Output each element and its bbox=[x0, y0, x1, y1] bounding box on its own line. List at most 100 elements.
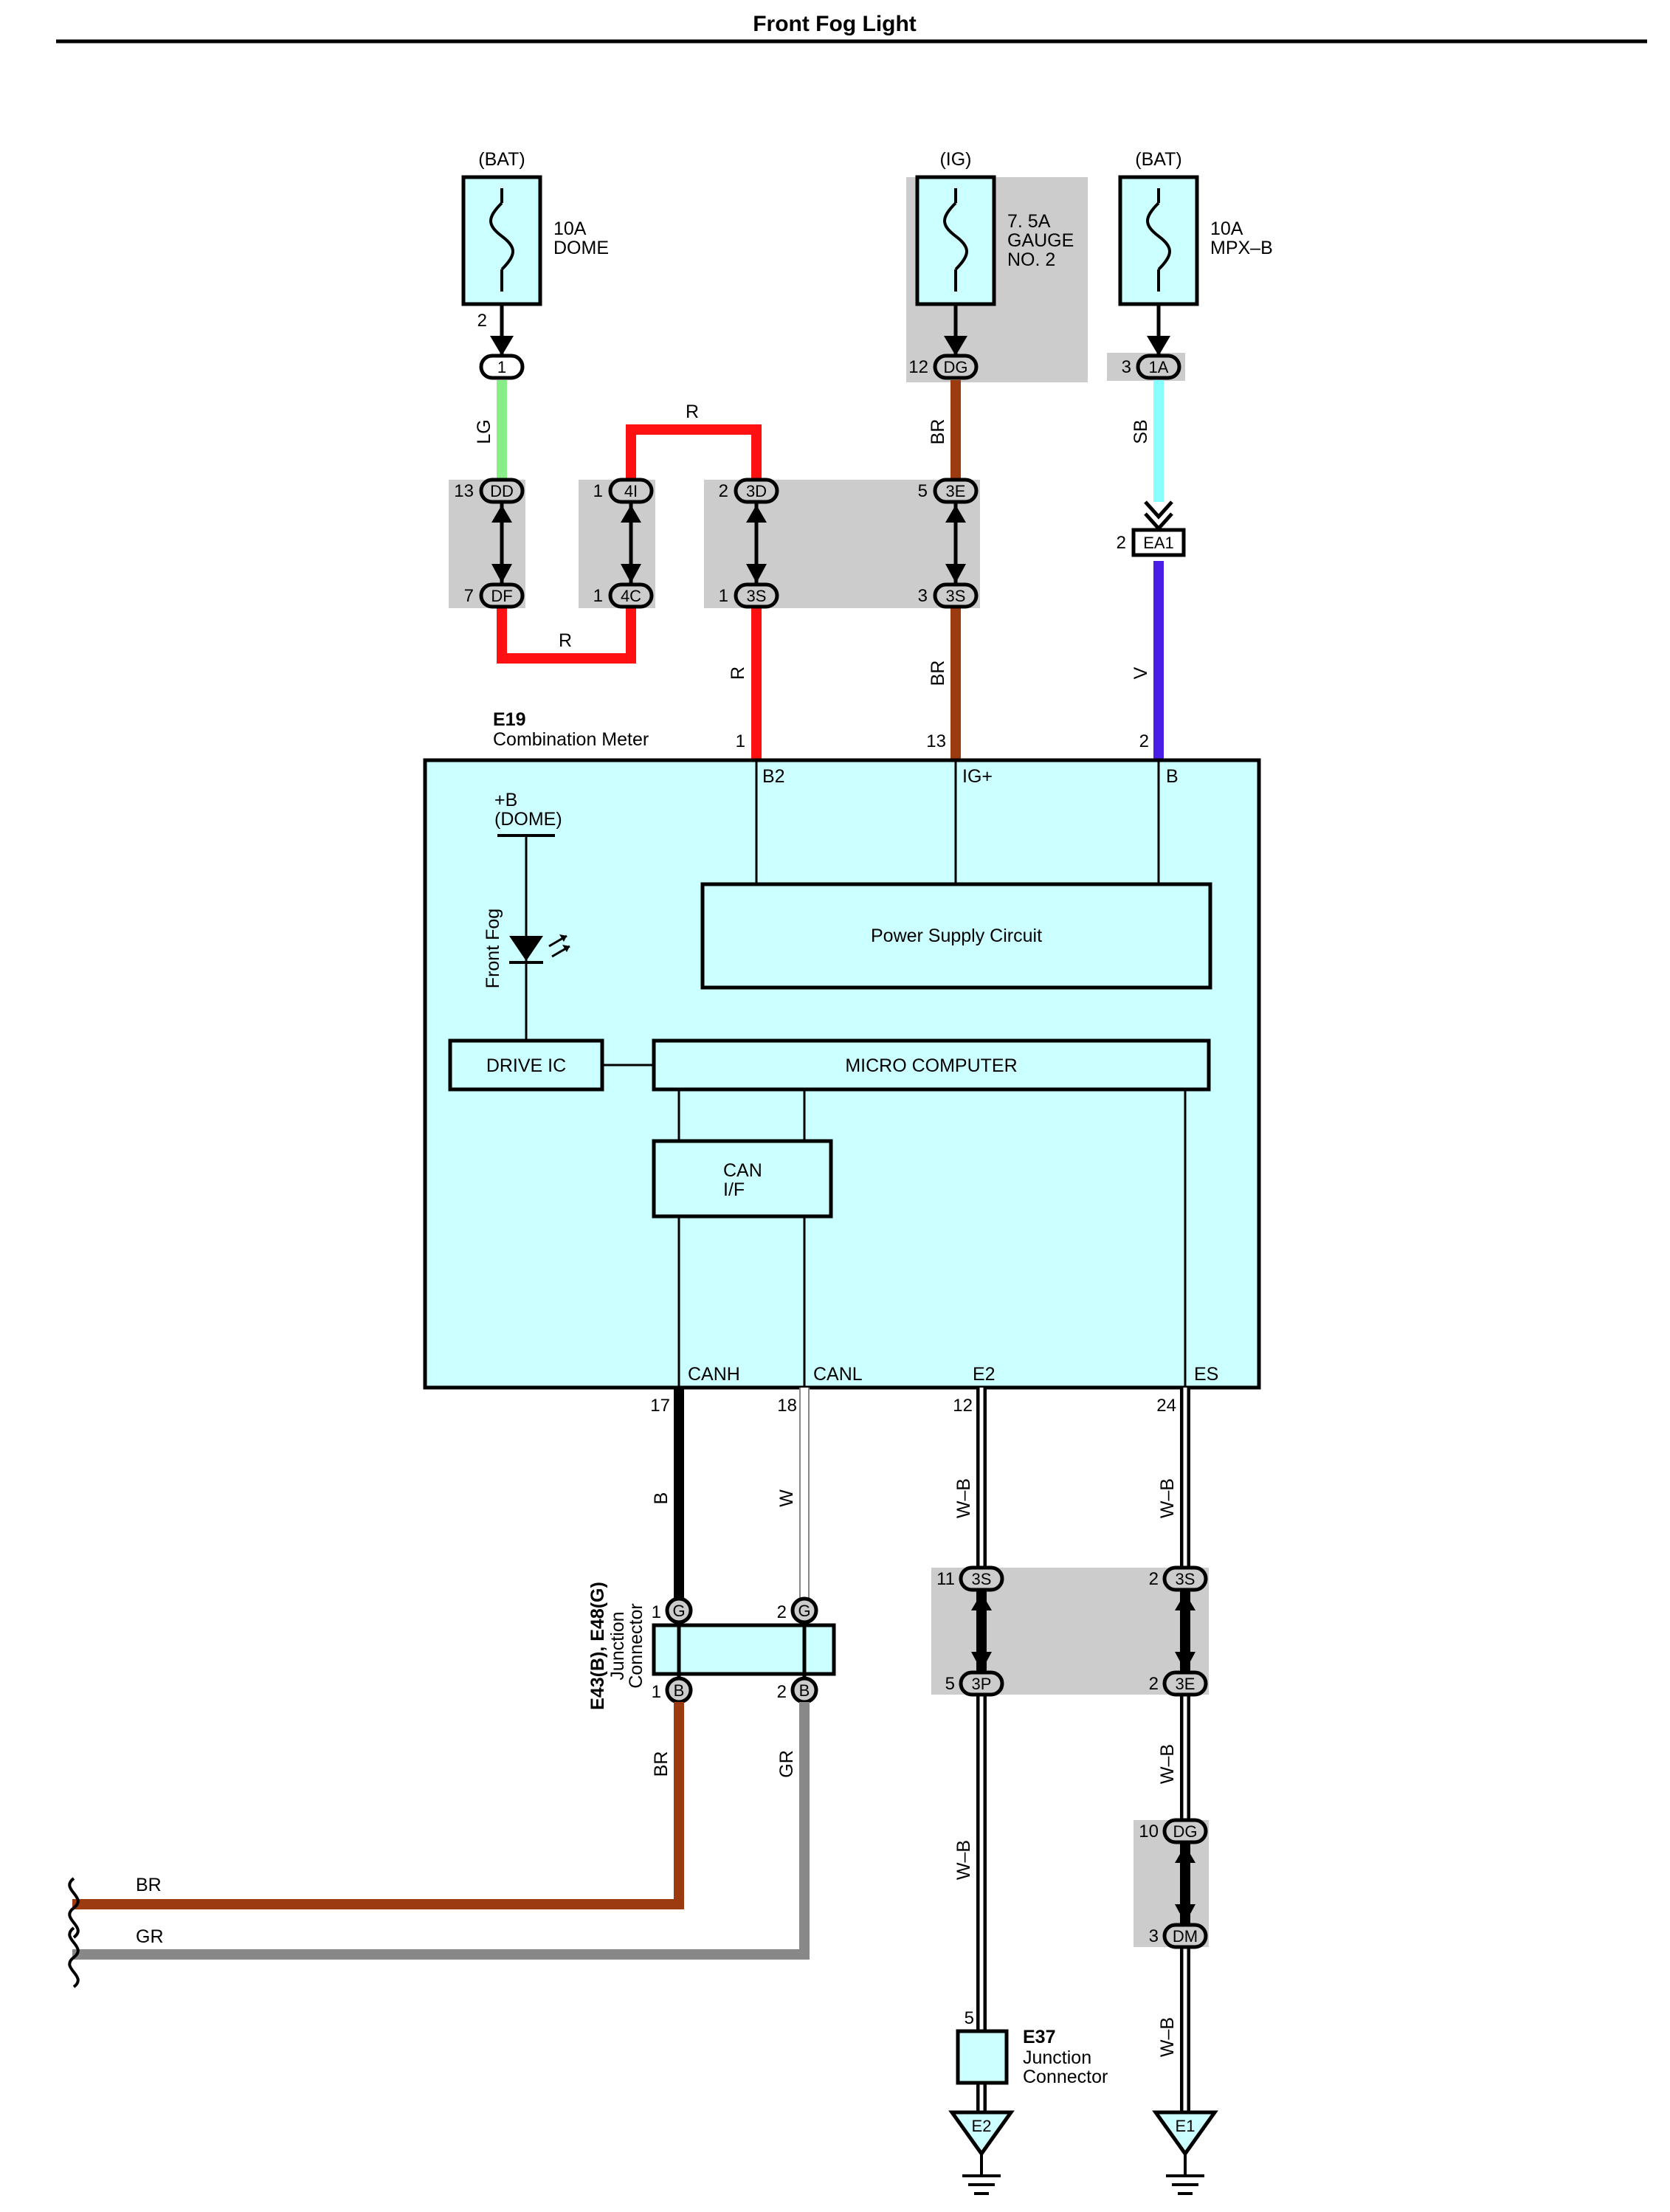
svg-text:G: G bbox=[672, 1602, 685, 1620]
connector-pair-3d-3s: 3D 2 3S 1 bbox=[719, 478, 779, 609]
fuse-element-icon bbox=[1146, 201, 1171, 271]
meter-pin-canl-label: CANL bbox=[813, 1364, 863, 1385]
power-supply-label: Power Supply Circuit bbox=[871, 926, 1042, 946]
fuse-mpx-source: (BAT) bbox=[1135, 149, 1181, 170]
wire-label-r-bottom: R bbox=[559, 630, 572, 651]
svg-text:5: 5 bbox=[918, 481, 928, 501]
arrow-down-icon bbox=[945, 564, 966, 583]
wire-label-gr-h: GR bbox=[136, 1926, 164, 1947]
arrow-up-icon bbox=[746, 505, 767, 523]
svg-text:7: 7 bbox=[464, 586, 474, 606]
svg-text:EA1: EA1 bbox=[1143, 534, 1174, 552]
meter-pin-ig-num: 13 bbox=[926, 731, 946, 751]
meter-pin-b-num: 2 bbox=[1139, 731, 1149, 751]
can-if bbox=[652, 1139, 833, 1219]
junction-code: E43(B), E48(G) bbox=[587, 1582, 608, 1710]
svg-text:E1: E1 bbox=[1176, 2117, 1195, 2135]
svg-text:3E: 3E bbox=[1176, 1675, 1195, 1693]
wire-label-wb2: W–B bbox=[1157, 1478, 1178, 1518]
connector-pair-3s-3e: 3S 2 3E 2 bbox=[1149, 1565, 1208, 1697]
connector-pair-dg-dm: DG 10 DM 3 bbox=[1139, 1818, 1208, 1949]
meter-pin-b-label: B bbox=[1166, 766, 1179, 787]
plus-b-source: (DOME) bbox=[494, 809, 562, 830]
junction-name2: Connector bbox=[626, 1603, 646, 1688]
fuse-gauge-rating: 7. 5A bbox=[1007, 211, 1051, 232]
fuse-mpx-name: MPX–B bbox=[1210, 238, 1273, 258]
arrow-up-icon bbox=[945, 505, 966, 523]
wire-label-br-top: BR bbox=[928, 419, 948, 445]
svg-text:2: 2 bbox=[1149, 1674, 1159, 1694]
fuse-element-icon bbox=[489, 201, 514, 271]
svg-text:13: 13 bbox=[454, 481, 474, 501]
svg-text:1: 1 bbox=[497, 358, 506, 376]
arrow-up-icon bbox=[1175, 1845, 1195, 1863]
ground-e1: E1 bbox=[1152, 2110, 1218, 2195]
meter-pin-e2-num: 12 bbox=[953, 1396, 973, 1416]
fuse-mpx-rating: 10A bbox=[1210, 218, 1243, 239]
connector-1a: 1A 3 bbox=[1122, 336, 1181, 380]
arrow-up-icon bbox=[971, 1593, 992, 1610]
svg-text:1: 1 bbox=[719, 586, 728, 606]
svg-text:4C: 4C bbox=[621, 587, 641, 605]
meter-pin-canh-num: 17 bbox=[650, 1396, 670, 1416]
wire-label-br-h: BR bbox=[136, 1875, 162, 1895]
ground-triangle-icon bbox=[1152, 2110, 1218, 2157]
meter-pin-b2-label: B2 bbox=[762, 766, 785, 787]
fuse-gauge-name: GAUGE bbox=[1007, 230, 1074, 251]
junction-connector-e37: 5 E37 Junction Connector bbox=[956, 2008, 1108, 2087]
e37-name2: Connector bbox=[1023, 2067, 1108, 2087]
arrow-up-icon bbox=[491, 505, 512, 523]
arrow-down-icon bbox=[944, 336, 967, 356]
micro-computer bbox=[652, 1038, 1211, 1092]
svg-text:3D: 3D bbox=[746, 482, 767, 500]
meter-code: E19 bbox=[493, 709, 525, 730]
fuse-dome-name: DOME bbox=[553, 238, 609, 258]
wire-br-low bbox=[72, 1702, 684, 1909]
arrow-down-icon bbox=[491, 564, 512, 583]
wire-label-v: V bbox=[1131, 666, 1151, 679]
led-icon bbox=[509, 936, 543, 961]
svg-text:3S: 3S bbox=[1176, 1570, 1195, 1588]
fuse-gauge-name2: NO. 2 bbox=[1007, 249, 1055, 270]
arrow-down-icon bbox=[1175, 1652, 1195, 1671]
arrow-down-icon bbox=[1147, 336, 1170, 356]
wire-label-gr-low: GR bbox=[776, 1750, 797, 1778]
wire-label-sb: SB bbox=[1131, 419, 1151, 444]
chevron-down-icon bbox=[1144, 500, 1173, 520]
wire-break-icon bbox=[68, 1926, 80, 1988]
meter-pin-b2-num: 1 bbox=[736, 731, 745, 751]
micro-computer-label: MICRO COMPUTER bbox=[845, 1055, 1017, 1076]
svg-text:1: 1 bbox=[652, 1682, 661, 1702]
meter-pin-canl-num: 18 bbox=[777, 1396, 797, 1416]
connector-ea1: EA1 2 bbox=[1117, 500, 1186, 557]
junction-connector-e43-e48: G 1 G 2 B 1 B 2 bbox=[652, 1596, 836, 1704]
wire-break-icon bbox=[68, 1877, 80, 1939]
svg-text:DD: DD bbox=[490, 482, 514, 500]
wire-label-b: B bbox=[651, 1492, 672, 1505]
fuse-dome-rating: 10A bbox=[553, 218, 587, 239]
svg-text:3S: 3S bbox=[747, 587, 767, 605]
wire-label-br-mid: BR bbox=[928, 661, 948, 686]
wire-label-br-low: BR bbox=[651, 1751, 672, 1777]
wire-label-wb5: W–B bbox=[1157, 2017, 1178, 2057]
wire-label-w: W bbox=[776, 1489, 797, 1507]
plus-b-label: +B bbox=[494, 790, 517, 810]
svg-text:B: B bbox=[799, 1681, 810, 1700]
e37-name1: Junction bbox=[1023, 2047, 1091, 2068]
svg-text:3: 3 bbox=[918, 586, 928, 606]
junction-name1: Junction bbox=[607, 1611, 628, 1680]
arrow-up-icon bbox=[621, 505, 641, 523]
e37-pin: 5 bbox=[965, 2008, 974, 2028]
wire-label-wb4: W–B bbox=[953, 1840, 974, 1880]
arrow-down-icon bbox=[1175, 1904, 1195, 1923]
svg-text:DF: DF bbox=[491, 587, 512, 605]
fuse-element-icon bbox=[943, 201, 968, 271]
svg-text:5: 5 bbox=[945, 1674, 955, 1694]
arrow-down-icon bbox=[490, 336, 514, 356]
meter-pin-e2-label: E2 bbox=[973, 1364, 996, 1385]
fuse-dome: (BAT) 10A DOME 2 bbox=[461, 149, 609, 331]
page-title: Front Fog Light bbox=[753, 12, 917, 36]
wire-r-bottom-loop bbox=[497, 607, 636, 664]
wire-label-wb1: W–B bbox=[953, 1478, 974, 1518]
